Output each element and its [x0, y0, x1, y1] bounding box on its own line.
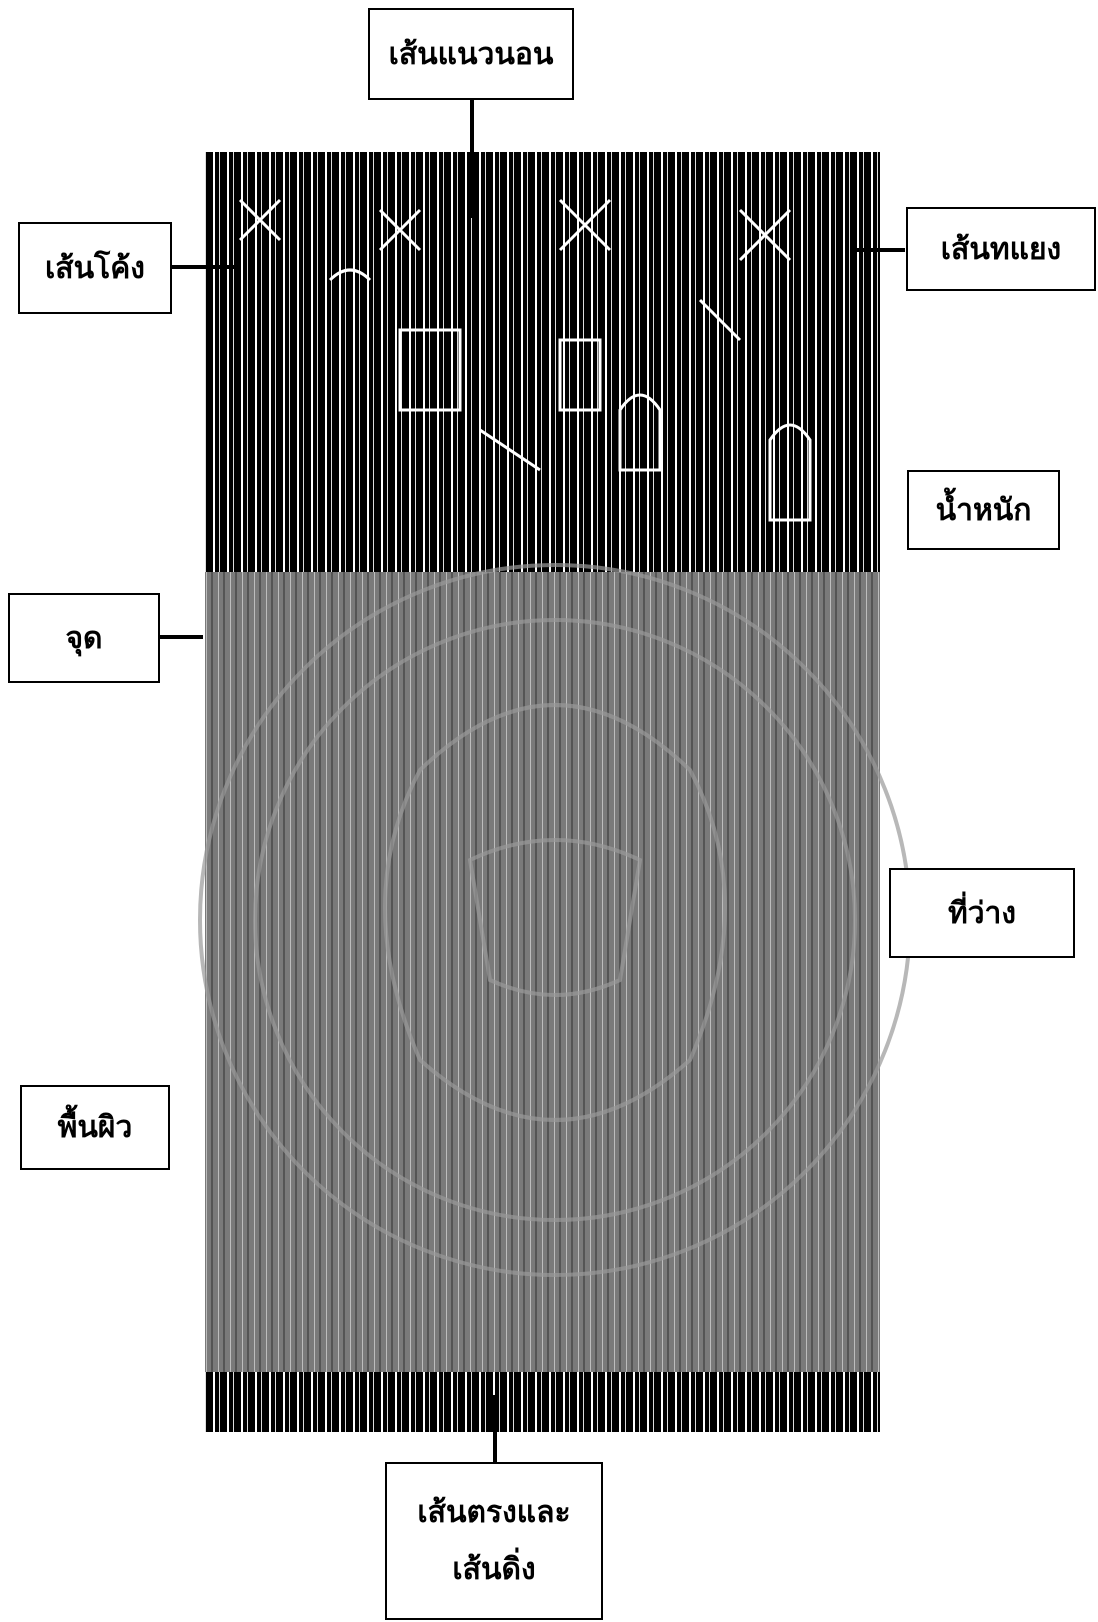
top-dark-band [205, 152, 880, 572]
label-horizontal-line: เส้นแนวนอน [368, 8, 574, 100]
label-curved-line-text: เส้นโค้ง [45, 240, 145, 297]
label-diagonal-line: เส้นทแยง [906, 207, 1096, 291]
label-diagonal-line-text: เส้นทแยง [941, 221, 1061, 278]
leader-horizontal-line [470, 98, 474, 218]
label-weight: น้ำหนัก [907, 470, 1060, 550]
label-space: ที่ว่าง [889, 868, 1075, 958]
label-weight-text: น้ำหนัก [936, 482, 1032, 539]
label-curved-line: เส้นโค้ง [18, 222, 172, 314]
bottom-dark-band [205, 1372, 880, 1432]
leader-diagonal-line [855, 248, 905, 252]
label-surface-text: พื้นผิว [58, 1099, 133, 1156]
leader-point [158, 635, 203, 639]
grey-overlay [205, 572, 880, 1372]
label-straight-vertical-line1: เส้นตรงและ [417, 1484, 570, 1541]
label-horizontal-line-text: เส้นแนวนอน [389, 26, 554, 83]
label-point: จุด [8, 593, 160, 683]
label-point-text: จุด [65, 610, 102, 667]
label-surface: พื้นผิว [20, 1085, 170, 1170]
label-straight-vertical: เส้นตรงและ เส้นดิ่ง [385, 1462, 603, 1620]
leader-curved-line [170, 265, 235, 269]
leader-straight-vertical [493, 1395, 497, 1465]
label-straight-vertical-line2: เส้นดิ่ง [452, 1541, 535, 1598]
label-space-text: ที่ว่าง [948, 885, 1016, 942]
